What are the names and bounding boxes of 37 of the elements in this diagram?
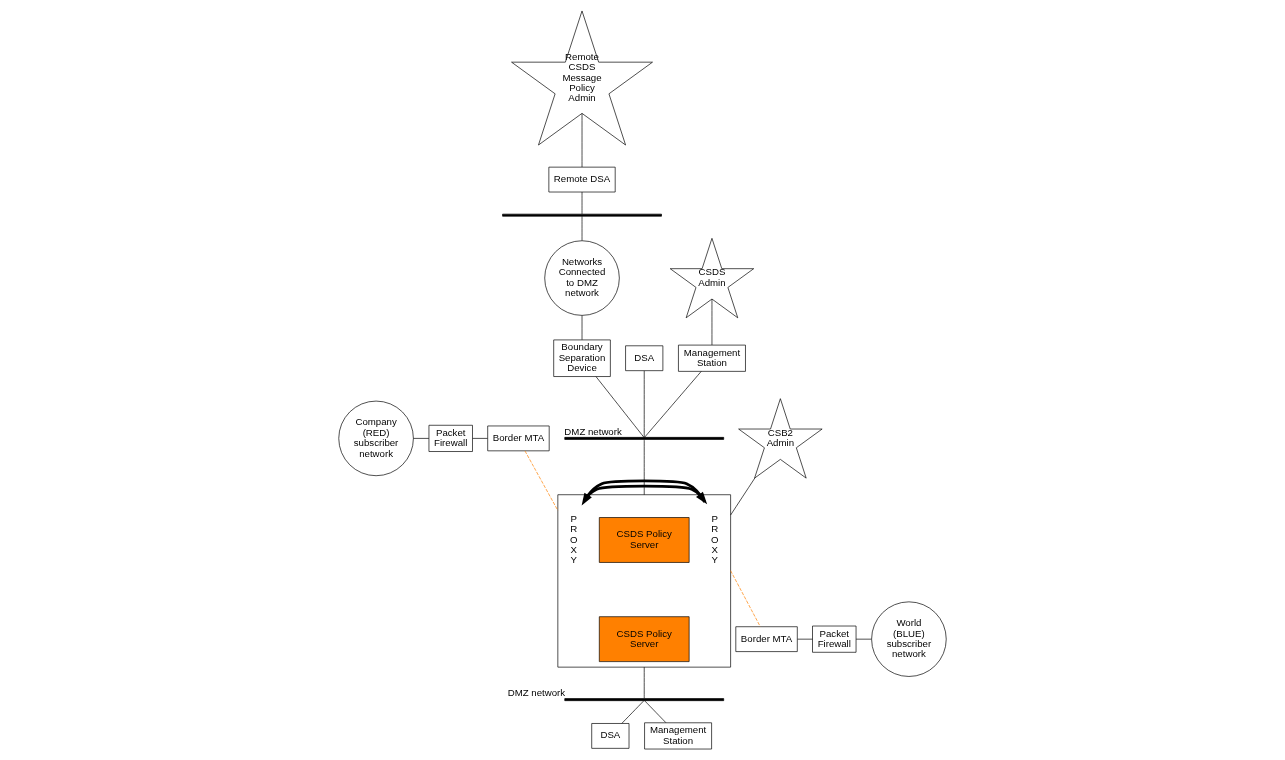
connector bbox=[644, 700, 667, 723]
node-circle: World (BLUE) subscriber network bbox=[871, 601, 947, 677]
node-box: DSA bbox=[625, 345, 664, 371]
node-circle: Networks Connected to DMZ network bbox=[544, 240, 620, 316]
node-box: DSA bbox=[591, 723, 630, 749]
connector bbox=[730, 477, 756, 516]
node-box: Packet Firewall bbox=[428, 424, 473, 452]
connector bbox=[643, 439, 645, 496]
connector bbox=[643, 666, 645, 699]
node-box: Border MTA bbox=[735, 626, 798, 652]
connector bbox=[595, 376, 645, 438]
node-text: P R O X Y bbox=[710, 512, 719, 566]
node-box: Packet Firewall bbox=[812, 625, 857, 653]
node-text: P R O X Y bbox=[569, 512, 578, 566]
node-box: CSDS Policy Server bbox=[598, 517, 690, 563]
connector bbox=[643, 370, 645, 438]
node-box: Management Station bbox=[678, 344, 746, 372]
connector bbox=[581, 215, 583, 241]
node-box: Remote DSA bbox=[548, 166, 616, 193]
connector bbox=[413, 438, 430, 439]
connector bbox=[621, 700, 645, 724]
node-label: DMZ network bbox=[564, 425, 622, 437]
node-circle: Company (RED) subscriber network bbox=[338, 400, 414, 477]
connector bbox=[797, 638, 813, 640]
node-box: Boundary Separation Device bbox=[553, 339, 611, 377]
node-box: Border MTA bbox=[487, 425, 550, 452]
node-bar bbox=[502, 213, 662, 217]
connector bbox=[472, 438, 488, 439]
node-bar bbox=[564, 698, 725, 701]
node-box: Management Station bbox=[644, 722, 712, 750]
connector bbox=[581, 191, 583, 215]
connector bbox=[730, 570, 761, 627]
node-box: CSDS Policy Server bbox=[598, 616, 690, 662]
connector bbox=[524, 450, 559, 511]
node-bar bbox=[564, 437, 725, 440]
node-label: DMZ network bbox=[507, 686, 566, 698]
connector bbox=[644, 371, 702, 438]
